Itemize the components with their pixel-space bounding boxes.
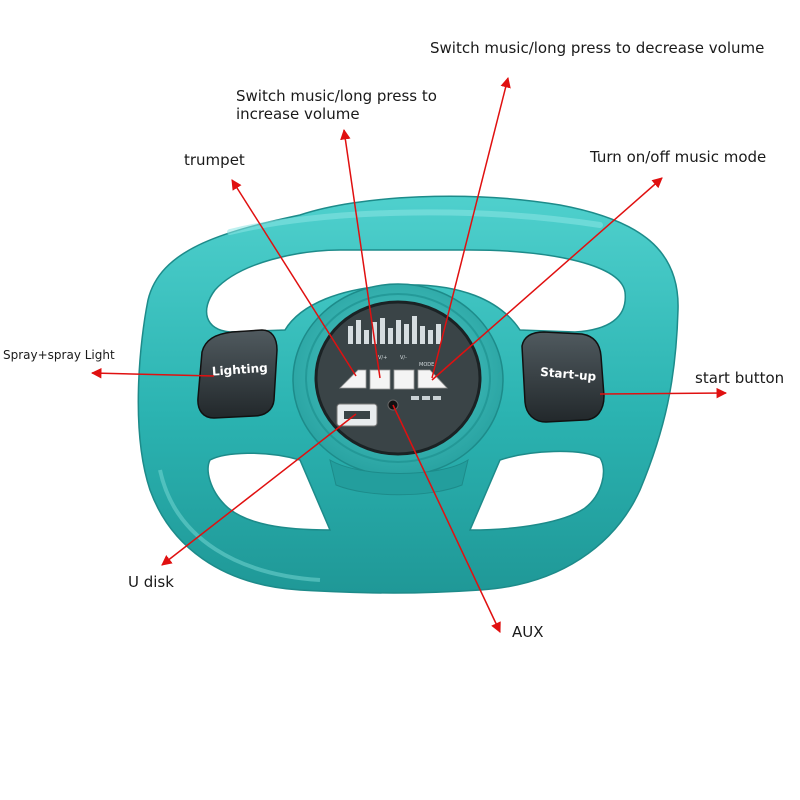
panel-label-mode: MODE xyxy=(419,362,434,368)
lighting-button-label: Lighting xyxy=(211,361,268,379)
arrow-trumpet xyxy=(231,179,357,377)
indicator-lights xyxy=(411,396,441,400)
hub: V/+ V/- MODE xyxy=(292,283,504,496)
arrow-u-disk xyxy=(161,413,357,566)
equalizer-graphic xyxy=(348,316,441,344)
decrease-volume-button[interactable] xyxy=(393,369,415,390)
label-increase-volume-line1: Switch music/long press to xyxy=(236,87,437,105)
label-increase-volume-line2: increase volume xyxy=(236,105,360,123)
increase-volume-button[interactable] xyxy=(369,369,391,390)
arrow-aux xyxy=(392,404,501,633)
label-aux: AUX xyxy=(512,623,544,641)
arrow-increase-volume xyxy=(340,128,381,379)
annotation-arrows xyxy=(90,76,728,633)
trumpet-button[interactable] xyxy=(339,369,367,389)
label-decrease-volume: Switch music/long press to decrease volu… xyxy=(430,39,765,57)
label-start-button: start button xyxy=(695,369,785,387)
label-spray: Spray+spray Light xyxy=(3,348,115,362)
panel-label-vol-up: V/+ xyxy=(378,355,387,361)
start-up-button-label: Start-up xyxy=(540,365,598,384)
arrow-start-button xyxy=(599,387,728,399)
lighting-button[interactable]: Lighting xyxy=(197,329,278,419)
label-trumpet: trumpet xyxy=(184,151,245,169)
panel-label-vol-down: V/- xyxy=(400,355,407,361)
arrow-spray xyxy=(90,367,215,379)
arrow-decrease-volume xyxy=(431,76,511,379)
arrow-music-mode xyxy=(431,177,663,381)
label-u-disk: U disk xyxy=(128,573,174,591)
start-up-button[interactable]: Start-up xyxy=(521,331,605,423)
label-music-mode: Turn on/off music mode xyxy=(590,148,767,166)
